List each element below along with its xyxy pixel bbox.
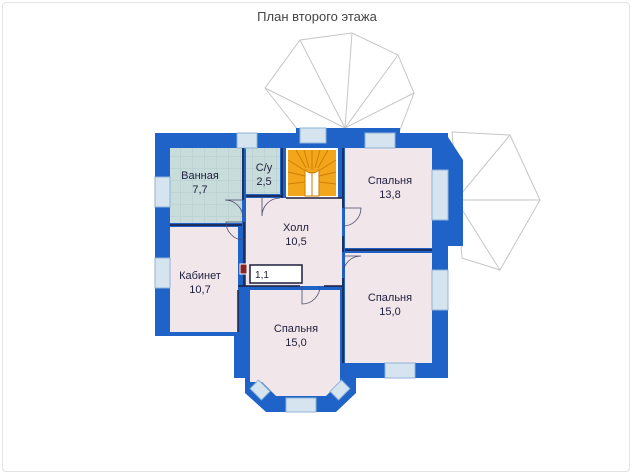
bath-name: Ванная: [181, 170, 219, 182]
bed-e-floor: [345, 253, 432, 363]
window-bed-ne-north: [364, 132, 396, 149]
window-bed-e-south: [384, 362, 416, 379]
wc-floor: [246, 148, 280, 194]
window-bed-ne-east: [431, 169, 449, 221]
hall-area: 10,5: [285, 236, 306, 248]
bed-ne-name: Спальня: [368, 175, 412, 187]
bed-s-name: Спальня: [274, 323, 318, 335]
window-wc: [236, 132, 258, 149]
study-name: Кабинет: [179, 270, 221, 282]
closet-floor: [250, 265, 302, 283]
study-floor: [170, 227, 238, 332]
bed-ne-area: 13,8: [379, 189, 400, 201]
plan-title: План второго этажа: [257, 9, 377, 24]
hall-name: Холл: [283, 222, 309, 234]
bed-e-area: 15,0: [379, 306, 400, 318]
windows: [154, 127, 449, 413]
interior-walls: [170, 148, 432, 363]
roof-outline-north: [264, 32, 415, 131]
window-study: [154, 257, 171, 289]
window-bed-s-se: [329, 379, 351, 401]
window-bath: [154, 176, 171, 208]
bed-e-name: Спальня: [368, 292, 412, 304]
doors: [224, 197, 362, 305]
wc-area: 2,5: [256, 176, 271, 188]
bed-s-floor: [250, 290, 340, 396]
window-bed-s-sw: [249, 379, 271, 401]
window-bed-e-east: [431, 269, 449, 311]
window-bed-s-south: [285, 397, 317, 413]
bed-s-area: 15,0: [285, 337, 306, 349]
staircase: [287, 149, 337, 197]
bath-area: 7,7: [192, 184, 207, 196]
vent-shaft: [239, 263, 248, 275]
window-stair-north: [299, 127, 327, 144]
bath-floor: [170, 148, 242, 223]
closet-area: 1,1: [255, 270, 269, 281]
study-area: 10,7: [189, 284, 210, 296]
wc-name: С/у: [256, 162, 273, 174]
roof-outline-east: [451, 131, 541, 271]
bed-ne-floor: [345, 148, 432, 248]
